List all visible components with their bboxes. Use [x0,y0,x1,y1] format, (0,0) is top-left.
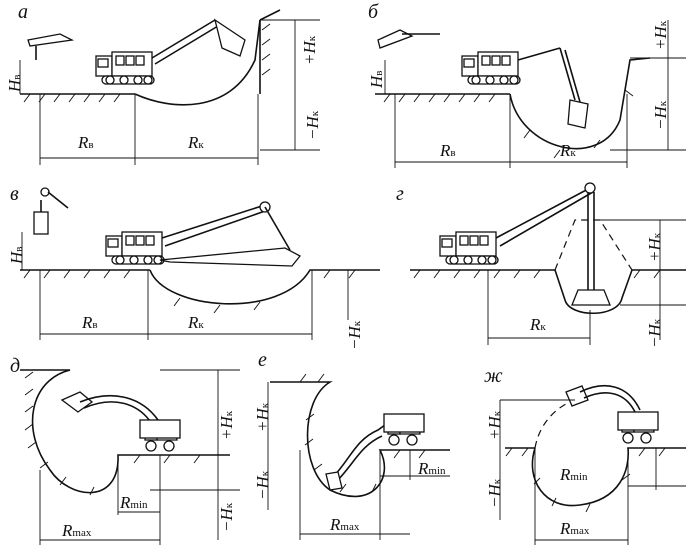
panel-label-v: в [10,183,19,205]
label-Rk-g: Rк [529,315,546,334]
label-plusHk-e: +Hк [253,402,272,432]
label-minusHk-zh: −Hк [485,478,504,508]
label-minusHk-e: −Hк [253,470,272,500]
label-minusHk-g: −Hк [645,318,664,348]
panel-v: в Hв Rв Rк −Hк [7,183,380,350]
stick [79,395,159,421]
label-Rv-a: Rв [77,133,94,152]
boom [161,204,266,239]
bucket [60,391,94,413]
panel-label-zh: ж [484,365,503,387]
label-minusHk-v: −Hк [345,320,364,350]
bucket [159,247,301,267]
bucket [567,99,589,129]
panel-label-b: б [368,1,379,23]
label-Rmax-zh: Rmax [559,519,590,538]
excavator-icon [95,51,155,85]
label-plusHk-g: +Hк [645,232,664,262]
panel-zh: ж Rmin Rmax +Hк −Hк [484,365,686,545]
bucket [325,471,343,491]
boom [151,19,216,59]
panel-label-g: г [396,183,404,205]
label-Rmax-d: Rmax [61,521,92,540]
panel-d: д Rmin Rmax +Hк −Hк [10,355,240,545]
dashed-reach-outline [534,399,576,449]
label-Hv-v: Hв [7,247,26,265]
label-plusHk-b: +Hк [651,20,670,50]
excavator-icon [105,231,165,265]
excavator-icon [461,51,521,85]
label-Hv-b: Hв [367,71,386,89]
label-Rk-v: Rк [187,313,204,332]
label-Rk-b: Rк [559,141,576,160]
pit-wall [554,269,686,315]
label-Rv-v: Rв [81,313,98,332]
label-Rk-a: Rк [187,133,204,152]
panel-b: б Hв Rв Rк +Hк −Hк [367,1,686,168]
face-outline [270,381,450,498]
label-plusHk-d: +Hк [217,410,236,440]
excavator-icon [439,231,499,265]
bucket [565,385,589,407]
clamshell-bucket [571,289,611,306]
panel-e: е Rmin Rmax +Hк −Hк [253,349,450,540]
label-Hv-a: Hв [5,75,24,93]
label-Rmin-e: Rmin [417,459,446,478]
hopper [33,211,49,235]
pit-wall [134,19,261,106]
label-Rmin-d: Rmin [119,493,148,512]
label-plusHk-a: +Hк [300,35,319,65]
label-minusHk-a: −Hк [303,110,322,140]
panel-g: г Rк +Hк −Hк [396,182,686,348]
face-outline [20,369,230,494]
stick [331,419,393,479]
label-minusHk-d: −Hк [217,502,236,532]
pit-wall [509,57,651,150]
panel-label-d: д [10,355,20,377]
boom [517,47,561,61]
boom [495,187,591,239]
pit-wall [149,269,380,305]
label-Rv-b: Rв [439,141,456,160]
label-plusHk-zh: +Hк [485,410,504,440]
stick [579,384,641,411]
panel-a: а Hв Rв Rк +Hк [5,1,322,165]
label-Rmax-e: Rmax [329,515,360,534]
panel-label-a: а [18,1,28,23]
label-minusHk-b: −Hк [651,100,670,130]
dump-body [27,33,75,47]
label-Rmin-zh: Rmin [559,465,588,484]
pit-outline [531,447,686,507]
bucket [213,18,246,57]
panel-label-e: е [258,349,267,371]
